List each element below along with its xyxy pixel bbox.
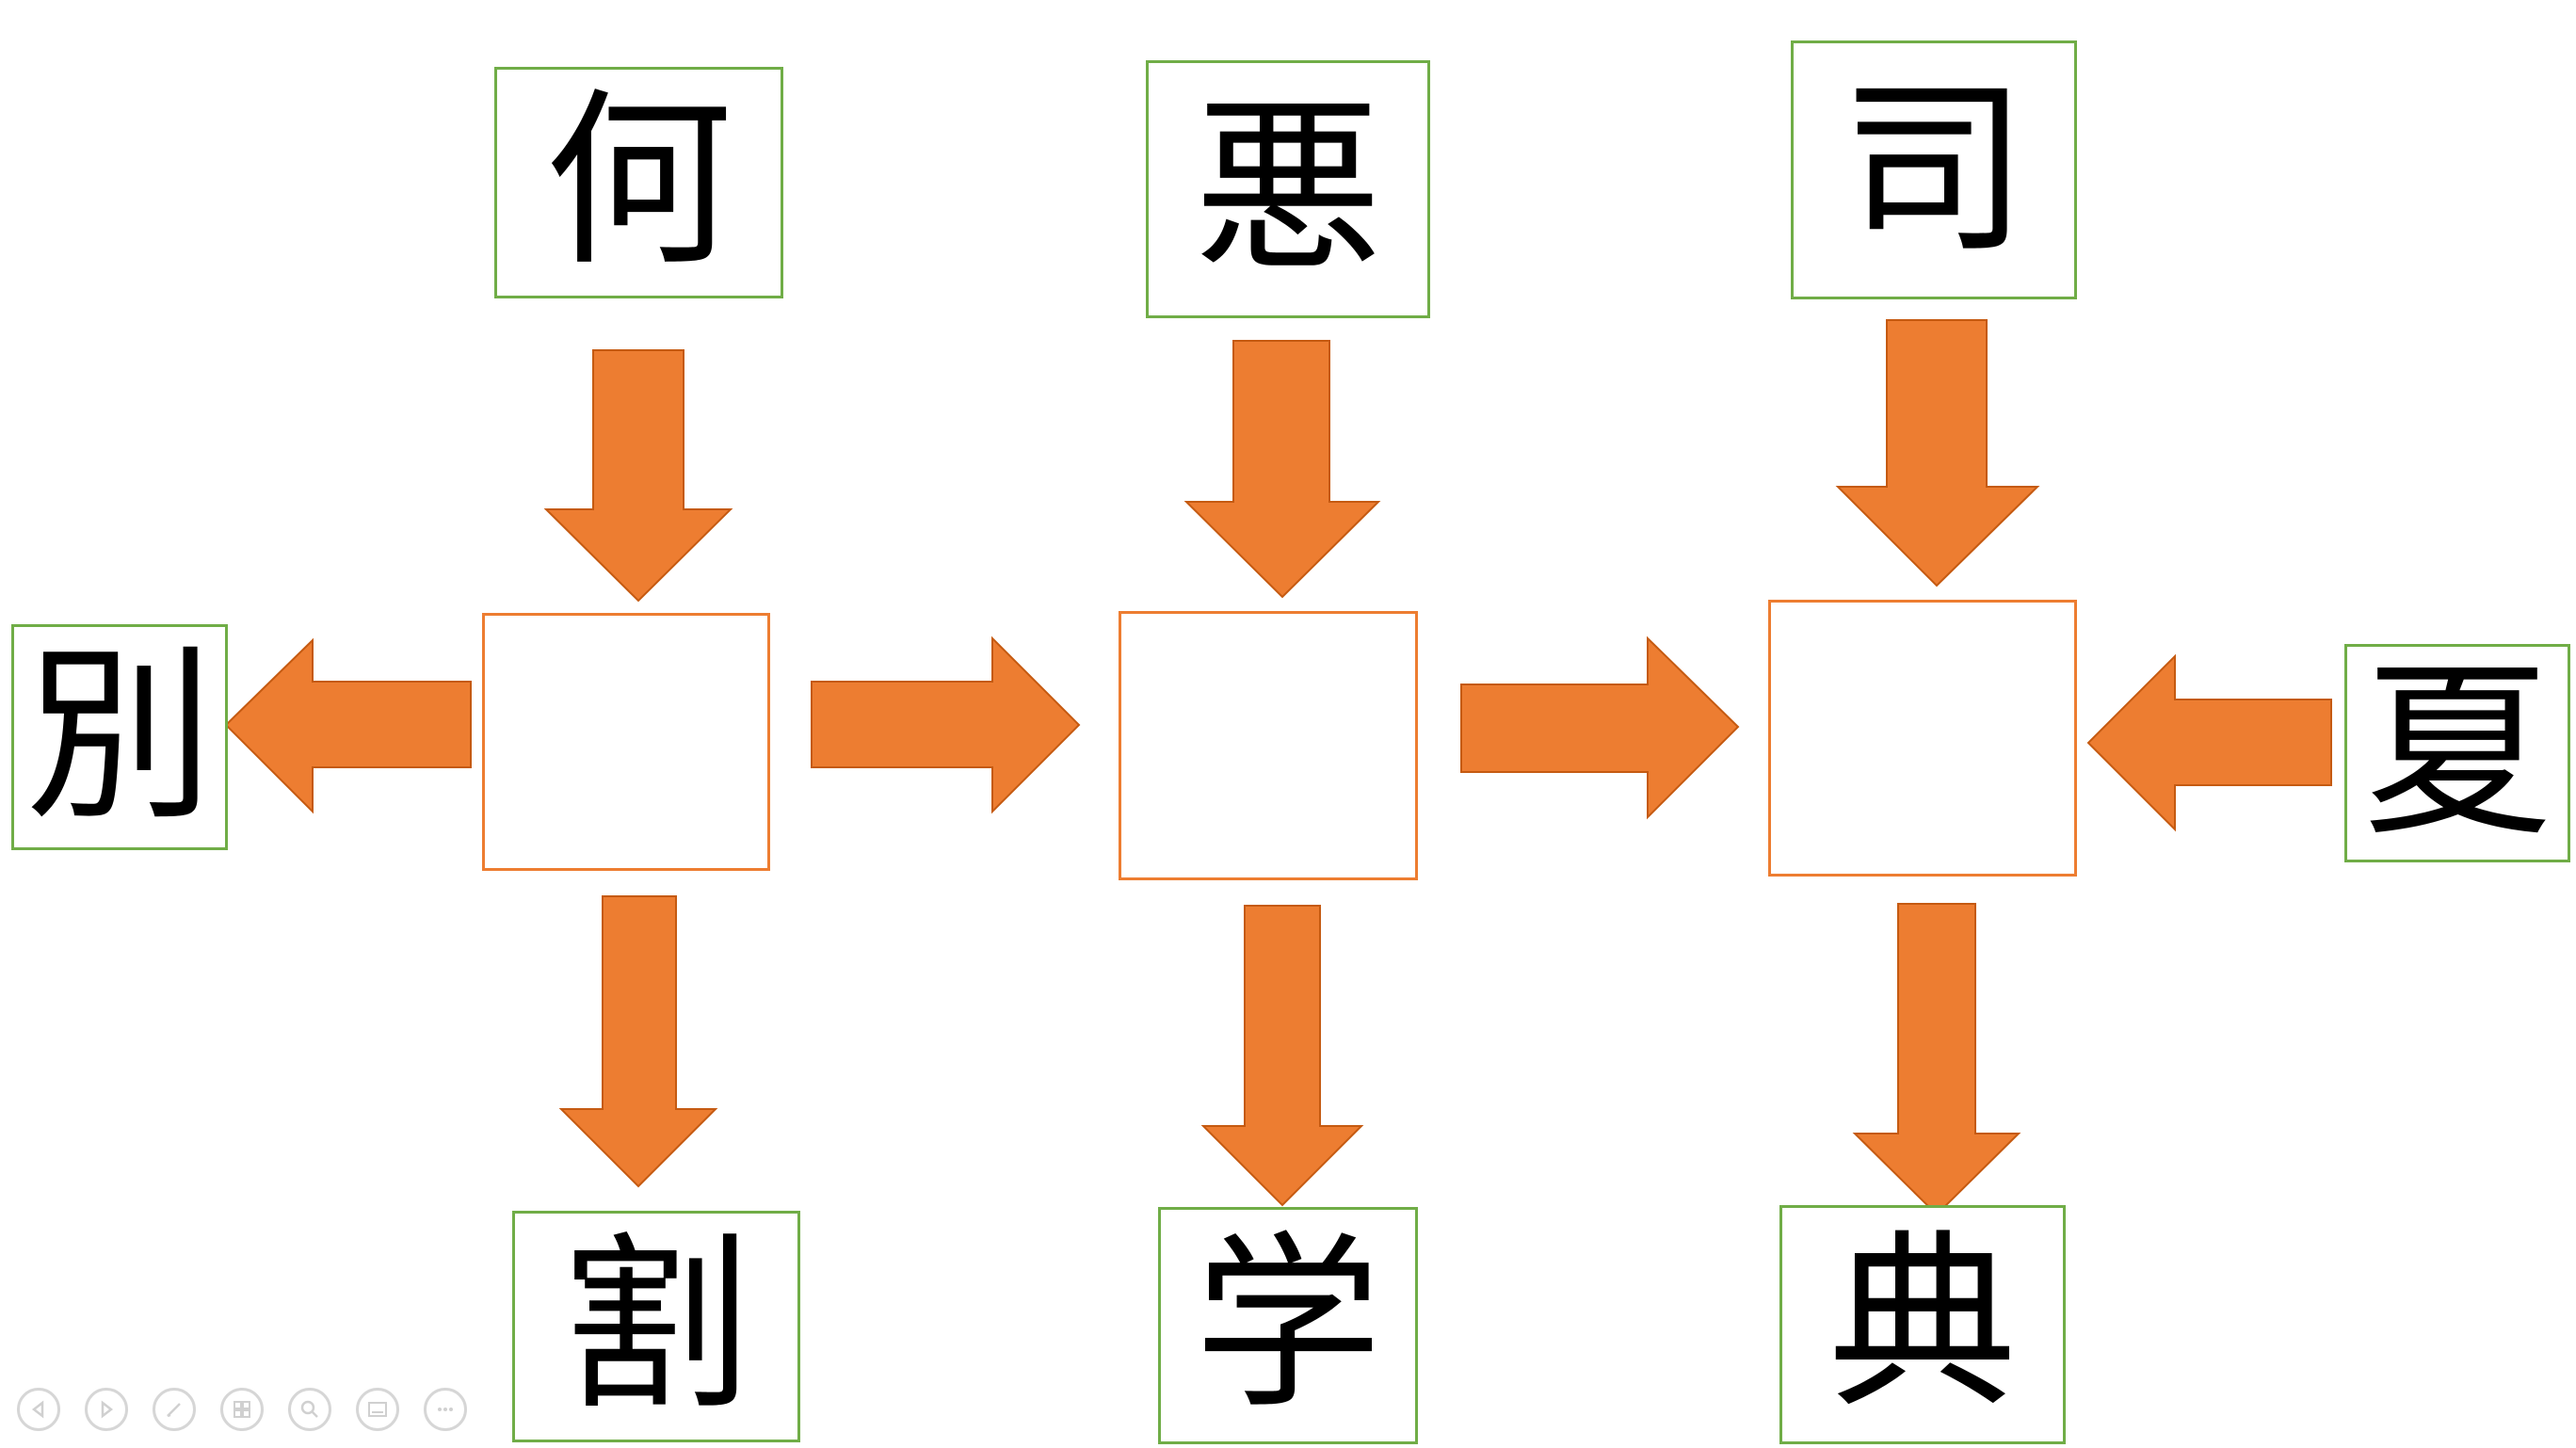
pen-button[interactable] [153, 1388, 196, 1431]
arrow-down-bottom-right [1852, 903, 2021, 1216]
char-box-right: 夏 [2344, 644, 2570, 862]
arrow-down-bottom-left [558, 895, 718, 1188]
zoom-button[interactable] [288, 1388, 331, 1431]
zoom-icon [300, 1400, 318, 1418]
char-right: 夏 [2362, 643, 2552, 862]
char-box-bottom-left: 割 [512, 1211, 800, 1442]
answer-box-3[interactable] [1768, 600, 2077, 877]
pen-icon [167, 1403, 181, 1418]
arrow-down-top-left [543, 349, 733, 603]
all-slides-button[interactable] [220, 1388, 264, 1431]
prev-slide-button[interactable] [17, 1388, 60, 1431]
arrow-down-top-mid [1183, 340, 1381, 599]
char-bottom-right: 典 [1827, 1215, 2017, 1434]
char-top-right: 司 [1839, 59, 2028, 280]
char-box-left: 別 [11, 624, 228, 850]
subtitle-button[interactable] [356, 1388, 399, 1431]
char-left: 別 [24, 627, 214, 846]
slideshow-toolbar [17, 1388, 467, 1435]
char-box-bottom-right: 典 [1779, 1205, 2066, 1444]
more-options-button[interactable] [424, 1388, 467, 1431]
next-slide-button[interactable] [85, 1388, 128, 1431]
arrow-left-from-right-char [2086, 653, 2332, 832]
arrow-down-top-right [1835, 319, 2040, 587]
char-box-bottom-mid: 学 [1158, 1207, 1418, 1444]
char-box-top-right: 司 [1791, 40, 2077, 299]
char-box-top-mid: 悪 [1146, 60, 1430, 318]
char-bottom-left: 割 [561, 1216, 750, 1436]
arrow-down-bottom-mid [1200, 905, 1364, 1207]
arrow-left-to-left-char [224, 637, 472, 814]
prev-icon [31, 1400, 44, 1419]
answer-box-2[interactable] [1119, 611, 1418, 880]
arrow-right-blank1-to-blank2 [811, 636, 1081, 814]
char-bottom-mid: 学 [1193, 1215, 1382, 1435]
subtitle-icon [368, 1402, 387, 1417]
char-box-top-left: 何 [494, 67, 783, 298]
grid-icon [233, 1401, 250, 1418]
char-top-mid: 悪 [1193, 79, 1382, 298]
more-icon [438, 1408, 453, 1411]
answer-box-1[interactable] [482, 613, 770, 871]
arrow-right-blank2-to-blank3 [1460, 636, 1740, 820]
char-top-left: 何 [544, 72, 733, 292]
next-icon [101, 1400, 114, 1419]
